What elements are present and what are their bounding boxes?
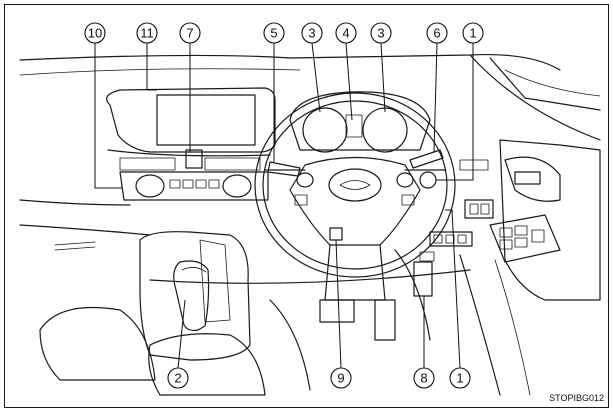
callout-label: 6: [433, 26, 440, 41]
callout-1-top: 1: [462, 22, 484, 44]
callout-1-bottom: 1: [449, 367, 471, 389]
callout-label: 8: [420, 371, 427, 386]
callout-label: 11: [140, 26, 154, 41]
callout-circle: [413, 367, 435, 389]
callout-circle: [370, 22, 392, 44]
callout-10: 10: [84, 22, 106, 44]
callout-7: 7: [179, 22, 201, 44]
callout-4: 4: [335, 22, 357, 44]
leader-lines: [94, 42, 474, 369]
dashboard-illustration: [19, 54, 601, 396]
callout-circle: [301, 22, 323, 44]
callout-label: 5: [270, 26, 277, 41]
callout-circle: [167, 367, 189, 389]
callout-8: 8: [413, 367, 435, 389]
callout-circle: [335, 22, 357, 44]
callout-circle: [136, 22, 158, 44]
image-code: STOPIBG012: [549, 393, 604, 403]
callout-label: 4: [342, 26, 349, 41]
callout-5: 5: [263, 22, 285, 44]
callout-circle: [449, 367, 471, 389]
callout-3-right: 3: [370, 22, 392, 44]
callout-label: 9: [337, 371, 344, 386]
callout-label: 7: [186, 26, 193, 41]
callout-6: 6: [426, 22, 448, 44]
callout-circle: [179, 22, 201, 44]
callout-circle: [263, 22, 285, 44]
callout-circle: [330, 367, 352, 389]
callout-label: 1: [456, 371, 463, 386]
callout-label: 1: [469, 26, 476, 41]
callout-11: 11: [136, 22, 158, 44]
callout-label: 3: [377, 26, 384, 41]
callout-3-left: 3: [301, 22, 323, 44]
callout-circle: [426, 22, 448, 44]
callout-label: 2: [174, 371, 181, 386]
callout-2: 2: [167, 367, 189, 389]
callout-circle: [462, 22, 484, 44]
callout-label: 10: [88, 26, 102, 41]
callout-9: 9: [330, 367, 352, 389]
callout-circle: [84, 22, 106, 44]
callout-label: 3: [308, 26, 315, 41]
